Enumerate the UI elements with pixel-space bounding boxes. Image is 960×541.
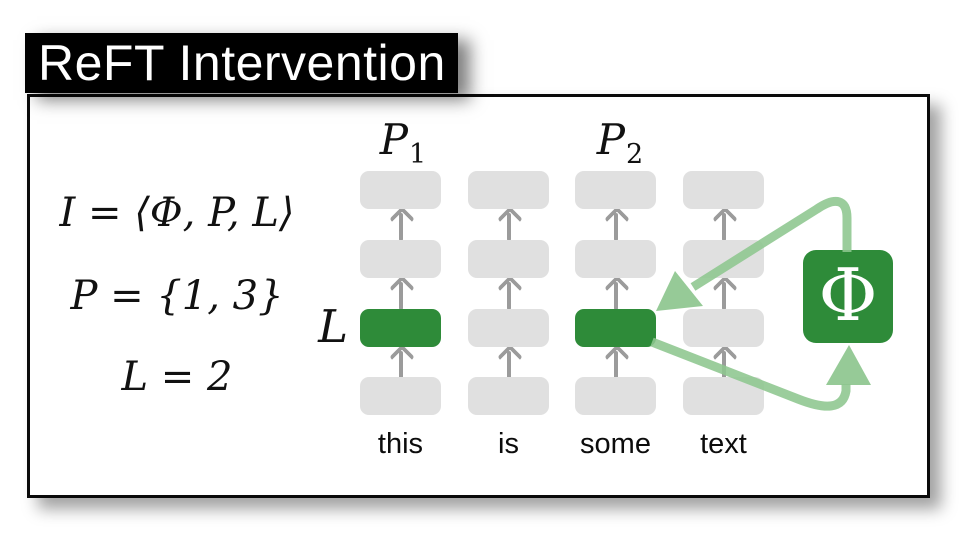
phi-box: Φ [803, 250, 893, 343]
hidden-state-cell [468, 309, 549, 347]
hidden-state-cell [360, 171, 441, 209]
hidden-state-cell [575, 240, 656, 278]
up-arrow-icon [360, 344, 441, 379]
formula-positions: P = {1, 3} [70, 273, 284, 319]
token-label: is [498, 428, 519, 460]
position-label-p1: P1 [379, 115, 427, 171]
hidden-state-cell [683, 377, 764, 415]
page-title: ReFT Intervention [38, 35, 446, 91]
hidden-state-cell [468, 240, 549, 278]
hidden-state-cell [468, 377, 549, 415]
up-arrow-icon [575, 275, 656, 310]
up-arrow-icon [575, 206, 656, 241]
position-label-p2: P2 [596, 115, 644, 171]
hidden-state-cell [683, 171, 764, 209]
formula-layer: L = 2 [121, 354, 233, 400]
token-label: text [700, 428, 747, 460]
up-arrow-icon [683, 275, 764, 310]
layer-axis-label: L [318, 300, 348, 353]
hidden-state-cell [360, 377, 441, 415]
intervention-cell [360, 309, 441, 347]
hidden-state-cell [575, 377, 656, 415]
token-label: some [580, 428, 651, 460]
title-banner: ReFT Intervention [25, 33, 458, 93]
up-arrow-icon [468, 344, 549, 379]
up-arrow-icon [360, 275, 441, 310]
hidden-state-cell [575, 171, 656, 209]
up-arrow-icon [468, 275, 549, 310]
up-arrow-icon [360, 206, 441, 241]
diagram-panel [27, 94, 930, 498]
up-arrow-icon [468, 206, 549, 241]
up-arrow-icon [683, 344, 764, 379]
up-arrow-icon [575, 344, 656, 379]
intervention-cell [575, 309, 656, 347]
hidden-state-cell [360, 240, 441, 278]
hidden-state-cell [683, 309, 764, 347]
formula-definition: I = ⟨Φ, P, L⟩ [59, 190, 295, 236]
hidden-state-cell [468, 171, 549, 209]
hidden-state-cell [683, 240, 764, 278]
phi-symbol: Φ [818, 252, 878, 337]
up-arrow-icon [683, 206, 764, 241]
token-label: this [377, 428, 424, 460]
